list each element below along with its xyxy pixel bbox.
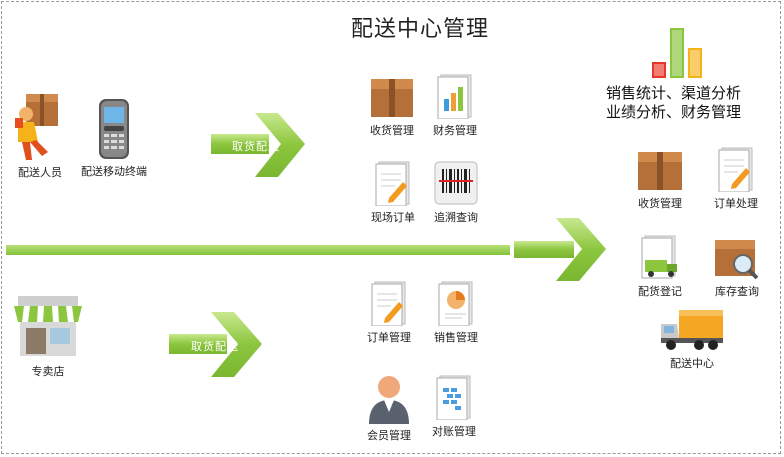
document-pencil-icon [718,147,753,192]
pie-report-icon [438,281,473,326]
right-label-4: 配送中心 [670,357,714,370]
store-icon [14,296,82,356]
table-document-icon [436,375,471,420]
mobile-terminal-label: 配送移动终端 [81,165,147,178]
delivery-person-label: 配送人员 [18,166,62,179]
box-icon [371,79,413,117]
main-flow-arrow [6,218,606,281]
box-icon [638,152,682,190]
bar-chart-icon [652,28,702,78]
barcode-icon [434,161,478,205]
store-label: 专卖店 [31,365,65,378]
arrow-label-bottom: 取货配送 [191,340,239,353]
summary-line-2: 业绩分析、财务管理 [606,103,742,121]
right-label-3: 库存查询 [715,285,759,298]
right-label-0: 收货管理 [638,197,682,210]
report-chart-icon [437,74,472,119]
mobile-terminal: 配送移动终端 [72,98,156,179]
middle-trace-query: 追溯查询 [427,160,485,225]
summary-line-1: 销售统计、渠道分析 [606,84,742,102]
page-title: 配送中心管理 [350,17,489,42]
middle-order-mgmt: 订单管理 [360,280,418,345]
middle-top-label-3: 追溯查询 [434,211,478,224]
right-dispatch-register: 配货登记 [630,234,690,299]
middle-bottom-label-3: 对账管理 [432,425,476,438]
middle-top-label-1: 财务管理 [433,124,477,137]
summary-text: 销售统计、渠道分析 业绩分析、财务管理 [606,84,741,122]
middle-sales-mgmt: 销售管理 [427,280,485,345]
middle-finance: 财务管理 [427,73,483,138]
middle-bottom-label-2: 会员管理 [367,429,411,442]
right-label-1: 订单处理 [714,197,758,210]
user-avatar-icon [369,376,409,424]
middle-bottom-label-0: 订单管理 [367,331,411,344]
middle-reconcile-mgmt: 对账管理 [425,374,483,439]
mobile-phone-icon [99,99,129,159]
pickup-arrow-bottom [169,312,262,377]
document-pencil-icon [375,161,410,206]
middle-top-label-0: 收货管理 [370,124,414,137]
document-truck-icon [641,235,677,279]
right-delivery-center: 配送中心 [654,308,730,371]
right-receiving: 收货管理 [630,146,690,211]
middle-receiving: 收货管理 [362,73,422,138]
delivery-truck-icon [661,310,723,350]
middle-member-mgmt: 会员管理 [358,372,420,443]
right-inventory-query: 库存查询 [706,234,768,299]
pickup-arrow-top [211,113,305,177]
delivery-person-icon [15,94,58,160]
document-pencil-icon [371,281,406,326]
middle-onsite-order: 现场订单 [364,160,422,225]
delivery-person: 配送人员 [8,92,72,180]
middle-top-label-2: 现场订单 [371,211,415,224]
store: 专卖店 [8,292,88,379]
right-label-2: 配货登记 [638,285,682,298]
middle-bottom-label-1: 销售管理 [434,331,478,344]
right-order-process: 订单处理 [706,146,766,211]
arrow-label-top: 取货配送 [232,140,280,153]
box-search-icon [715,240,759,280]
